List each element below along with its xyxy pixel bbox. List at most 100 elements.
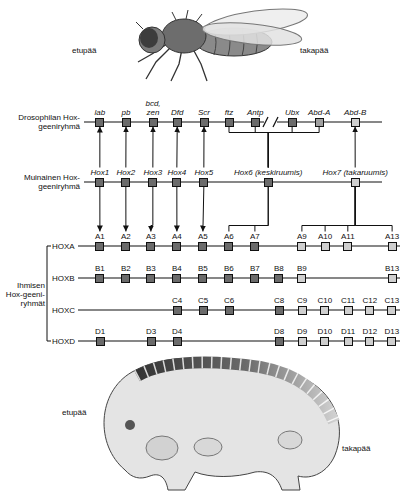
gene-box: C6 <box>224 296 234 315</box>
gene-square <box>95 178 104 187</box>
gene-square <box>388 242 397 251</box>
gene-name: C13 <box>385 296 400 305</box>
gene-box: C5 <box>198 296 208 315</box>
gene-square <box>298 306 307 315</box>
gene-name: Hox3 <box>144 168 163 177</box>
gene-box: D12 <box>363 327 378 346</box>
gene-box: A13 <box>385 232 399 251</box>
text-label: HOXD <box>52 337 75 346</box>
gene-square <box>148 178 157 187</box>
gene-name: B1 <box>95 264 105 273</box>
gene-box: B3 <box>146 264 156 283</box>
gene-box: D1 <box>95 327 105 346</box>
homology-connector <box>125 187 126 232</box>
homology-connector <box>229 127 268 168</box>
homology-connector <box>355 127 356 168</box>
homology-connector <box>202 187 204 232</box>
gene-square <box>224 274 233 283</box>
expression-band <box>137 362 334 422</box>
gene-name: A5 <box>198 232 208 241</box>
gene-box: D9 <box>297 327 307 346</box>
gene-name: B2 <box>121 264 131 273</box>
gene-square <box>173 337 182 346</box>
gene-square <box>264 178 273 187</box>
gene-square <box>147 337 156 346</box>
gene-square <box>200 118 209 127</box>
embryo-eye <box>125 420 135 430</box>
homology-connector <box>151 187 153 232</box>
gene-box: Hox3 <box>144 168 163 187</box>
gene-box: Scr <box>198 108 210 127</box>
embryo-limb-bud <box>194 438 222 456</box>
gene-name: D13 <box>385 327 400 336</box>
gene-box: B2 <box>121 264 131 283</box>
embryo-body <box>104 358 339 490</box>
homology-connector <box>152 127 153 168</box>
gene-box: pb <box>122 108 131 127</box>
gene-square <box>321 242 330 251</box>
gene-square <box>388 274 397 283</box>
gene-square <box>250 274 259 283</box>
gene-name: ftz <box>225 108 233 117</box>
gene-box: B7 <box>250 264 260 283</box>
gene-box: D13 <box>385 327 400 346</box>
gene-name: Hox1 <box>91 168 110 177</box>
gene-name: A7 <box>250 232 260 241</box>
gene-name: B4 <box>172 264 182 273</box>
gene-square <box>121 274 130 283</box>
gene-name: A10 <box>318 232 332 241</box>
gene-name: A9 <box>297 232 307 241</box>
gene-box: Antp <box>247 108 263 127</box>
homology-connector <box>125 127 126 168</box>
gene-square <box>365 306 374 315</box>
fly-eye <box>140 28 158 48</box>
gene-square <box>297 242 306 251</box>
gene-square <box>250 242 259 251</box>
text-label: Drosophilan Hox-geeniryhmä <box>2 113 80 131</box>
gene-box: Ubx <box>285 108 299 127</box>
gene-name: Hox5 <box>195 168 214 177</box>
gene-box: B5 <box>198 264 208 283</box>
gene-square <box>351 118 360 127</box>
fly-thorax <box>162 19 206 53</box>
fly-bristles <box>136 10 202 29</box>
gene-box: A6 <box>224 232 234 251</box>
gene-name: Hox7 (takaruumis) <box>323 168 388 177</box>
gene-name: A4 <box>172 232 182 241</box>
gene-box: Hox5 <box>195 168 214 187</box>
gene-square <box>351 178 360 187</box>
gene-name: C8 <box>274 296 284 305</box>
gene-box: B1 <box>95 264 105 283</box>
gene-square <box>173 118 182 127</box>
gene-name: C5 <box>198 296 208 305</box>
gene-name: D10 <box>318 327 333 336</box>
gene-square <box>225 306 234 315</box>
gene-box: A7 <box>250 232 260 251</box>
text-label: Muinainen Hox-geeniryhmä <box>2 173 80 191</box>
gene-square <box>198 242 207 251</box>
gene-square <box>225 118 234 127</box>
gene-name: A2 <box>121 232 131 241</box>
gene-box: D10 <box>318 327 333 346</box>
gene-name: D4 <box>172 327 182 336</box>
homology-connector <box>176 127 177 168</box>
gene-square <box>95 118 104 127</box>
gene-box: D4 <box>172 327 182 346</box>
gene-name: bcd, zen <box>144 99 162 117</box>
gene-name: A11 <box>341 232 355 241</box>
text-label: Ihmisen Hox-geeni- ryhmät <box>1 281 45 308</box>
gene-name: C12 <box>363 296 378 305</box>
gene-box: ftz <box>225 108 234 127</box>
text-label: HOXB <box>52 274 75 283</box>
gene-name: D1 <box>95 327 105 336</box>
group-bracket <box>47 246 51 341</box>
segment-marks <box>137 362 334 422</box>
text-label: etupää <box>72 46 96 55</box>
gene-name: D3 <box>146 327 156 336</box>
gene-square <box>146 274 155 283</box>
gene-square <box>122 118 131 127</box>
gene-square <box>275 306 284 315</box>
gene-name: B7 <box>250 264 260 273</box>
homology-connector <box>268 127 292 168</box>
gene-square <box>199 306 208 315</box>
